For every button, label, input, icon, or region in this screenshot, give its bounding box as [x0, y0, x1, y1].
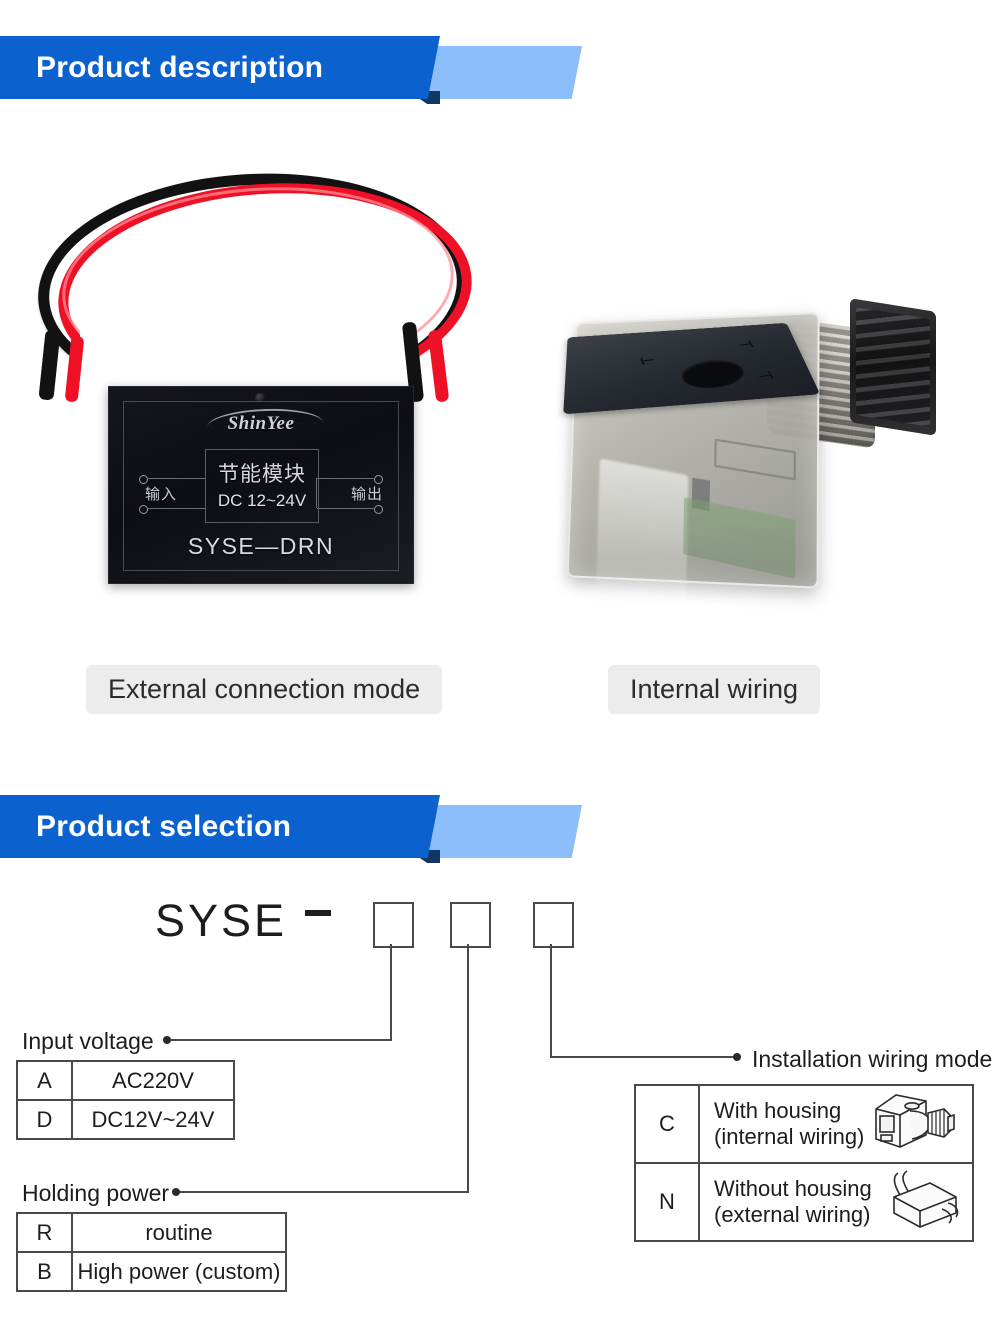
internal-pcb — [682, 497, 796, 579]
pin-marking-3-icon: ⊣ — [755, 369, 777, 384]
cell-code: A — [16, 1060, 73, 1101]
module-function-label: 节能模块 — [218, 462, 306, 486]
cell-code: R — [16, 1212, 73, 1253]
section-banner-description: Product description — [0, 36, 582, 104]
part-number-dash — [305, 910, 331, 916]
lead-line — [317, 478, 375, 479]
leader-line-slot3 — [550, 944, 552, 1058]
module-model-number: SYSE—DRN — [187, 533, 335, 559]
brand-logo-text: ShinYee — [227, 413, 295, 434]
black-wire-tail-left — [38, 329, 61, 401]
module-voltage-label: DC 12~24V — [217, 490, 307, 510]
lead-line — [316, 478, 317, 508]
label-holding-power: Holding power — [22, 1180, 170, 1206]
module-block-icon — [878, 1167, 964, 1236]
lead-line — [317, 508, 375, 509]
table-row: D DC12V~24V — [16, 1099, 235, 1140]
part-number-prefix: SYSE — [155, 895, 288, 946]
part-code-slot-2[interactable] — [450, 902, 491, 948]
caption-external-connection-mode: External connection mode — [86, 665, 443, 715]
input-terminal-top — [139, 475, 148, 484]
install-option-line2: (external wiring) — [714, 1202, 871, 1227]
table-row: R routine — [16, 1212, 287, 1253]
cell-code: D — [16, 1099, 73, 1140]
red-wire-tail-right — [427, 329, 450, 403]
cell-value: Without housing (external wiring) — [698, 1162, 974, 1242]
module-engraved-frame — [123, 401, 399, 571]
leader-line-slot1 — [168, 1039, 392, 1041]
output-terminal-bottom — [374, 505, 383, 514]
leader-dot-installation-mode — [733, 1053, 741, 1061]
leader-line-slot2 — [467, 944, 469, 1193]
module-center-plate: 节能模块 DC 12~24V — [205, 449, 319, 523]
install-option-text-n: Without housing (external wiring) — [714, 1176, 872, 1228]
table-row: B High power (custom) — [16, 1251, 287, 1292]
energy-saving-module-body: ShinYee 输入 输出 节能模块 DC 12~24V SYSE—DRN — [108, 386, 414, 584]
table-input-voltage: A AC220V D DC12V~24V — [16, 1060, 235, 1140]
label-installation-wiring-mode: Installation wiring mode — [752, 1046, 993, 1072]
leader-dot-input-voltage — [163, 1036, 171, 1044]
install-option-text-c: With housing (internal wiring) — [714, 1098, 864, 1150]
cell-value: DC12V~24V — [71, 1099, 235, 1140]
module-output-label: 输出 — [350, 486, 383, 503]
lead-line — [147, 508, 205, 509]
label-input-voltage: Input voltage — [22, 1028, 154, 1054]
pin-marking-2-icon: ⊣ — [736, 338, 756, 351]
pin-marking-1-icon: ⊢ — [638, 354, 657, 368]
caption-internal-wiring: Internal wiring — [608, 665, 821, 715]
cell-code: C — [634, 1084, 700, 1164]
part-number-selection-diagram: SYSE — [0, 880, 1000, 1310]
cell-code: B — [16, 1251, 73, 1292]
leader-line-slot1 — [390, 944, 392, 1041]
product-photo-internal-wiring: ⊢ ⊣ ⊣ — [545, 285, 965, 615]
leader-line-slot3 — [550, 1056, 737, 1058]
leader-dot-holding-power — [172, 1188, 180, 1196]
cell-value: routine — [71, 1212, 287, 1253]
leader-line-slot2 — [177, 1191, 469, 1193]
table-row: N Without housing (external wiring) — [634, 1162, 974, 1242]
product-photo-external-connection: ShinYee 输入 输出 节能模块 DC 12~24V SYSE—DRN — [20, 150, 480, 610]
cell-value: High power (custom) — [71, 1251, 287, 1292]
housing-highlight — [595, 458, 689, 608]
cell-code: N — [634, 1162, 700, 1242]
input-terminal-bottom — [139, 505, 148, 514]
section-title-description: Product description — [36, 51, 324, 84]
lead-line — [147, 478, 205, 479]
central-screw-hole-icon — [676, 356, 751, 393]
banner-light-accent — [419, 805, 582, 858]
housing-window-upper — [714, 438, 796, 481]
table-row: C With housing (internal wiring) — [634, 1084, 974, 1164]
section-banner-selection: Product selection — [0, 795, 582, 863]
banner-light-accent — [419, 46, 582, 99]
table-row: A AC220V — [16, 1060, 235, 1101]
part-code-slot-3[interactable] — [533, 902, 574, 948]
table-holding-power: R routine B High power (custom) — [16, 1212, 287, 1292]
cell-value: AC220V — [71, 1060, 235, 1101]
install-option-line2: (internal wiring) — [714, 1124, 865, 1149]
cell-value: With housing (internal wiring) — [698, 1084, 974, 1164]
install-option-line1: With housing — [714, 1098, 842, 1124]
wire-loop-interior-mask — [80, 270, 410, 390]
install-option-line1: Without housing — [714, 1176, 872, 1202]
part-code-slot-1[interactable] — [373, 902, 414, 948]
module-screw-icon — [255, 393, 266, 404]
table-installation-wiring-mode: C With housing (internal wiring) — [634, 1084, 974, 1242]
cable-gland-nut — [850, 298, 936, 436]
module-input-label: 输入 — [145, 486, 178, 503]
section-title-selection: Product selection — [36, 810, 292, 843]
din-connector-icon — [870, 1089, 956, 1158]
output-terminal-top — [374, 475, 383, 484]
